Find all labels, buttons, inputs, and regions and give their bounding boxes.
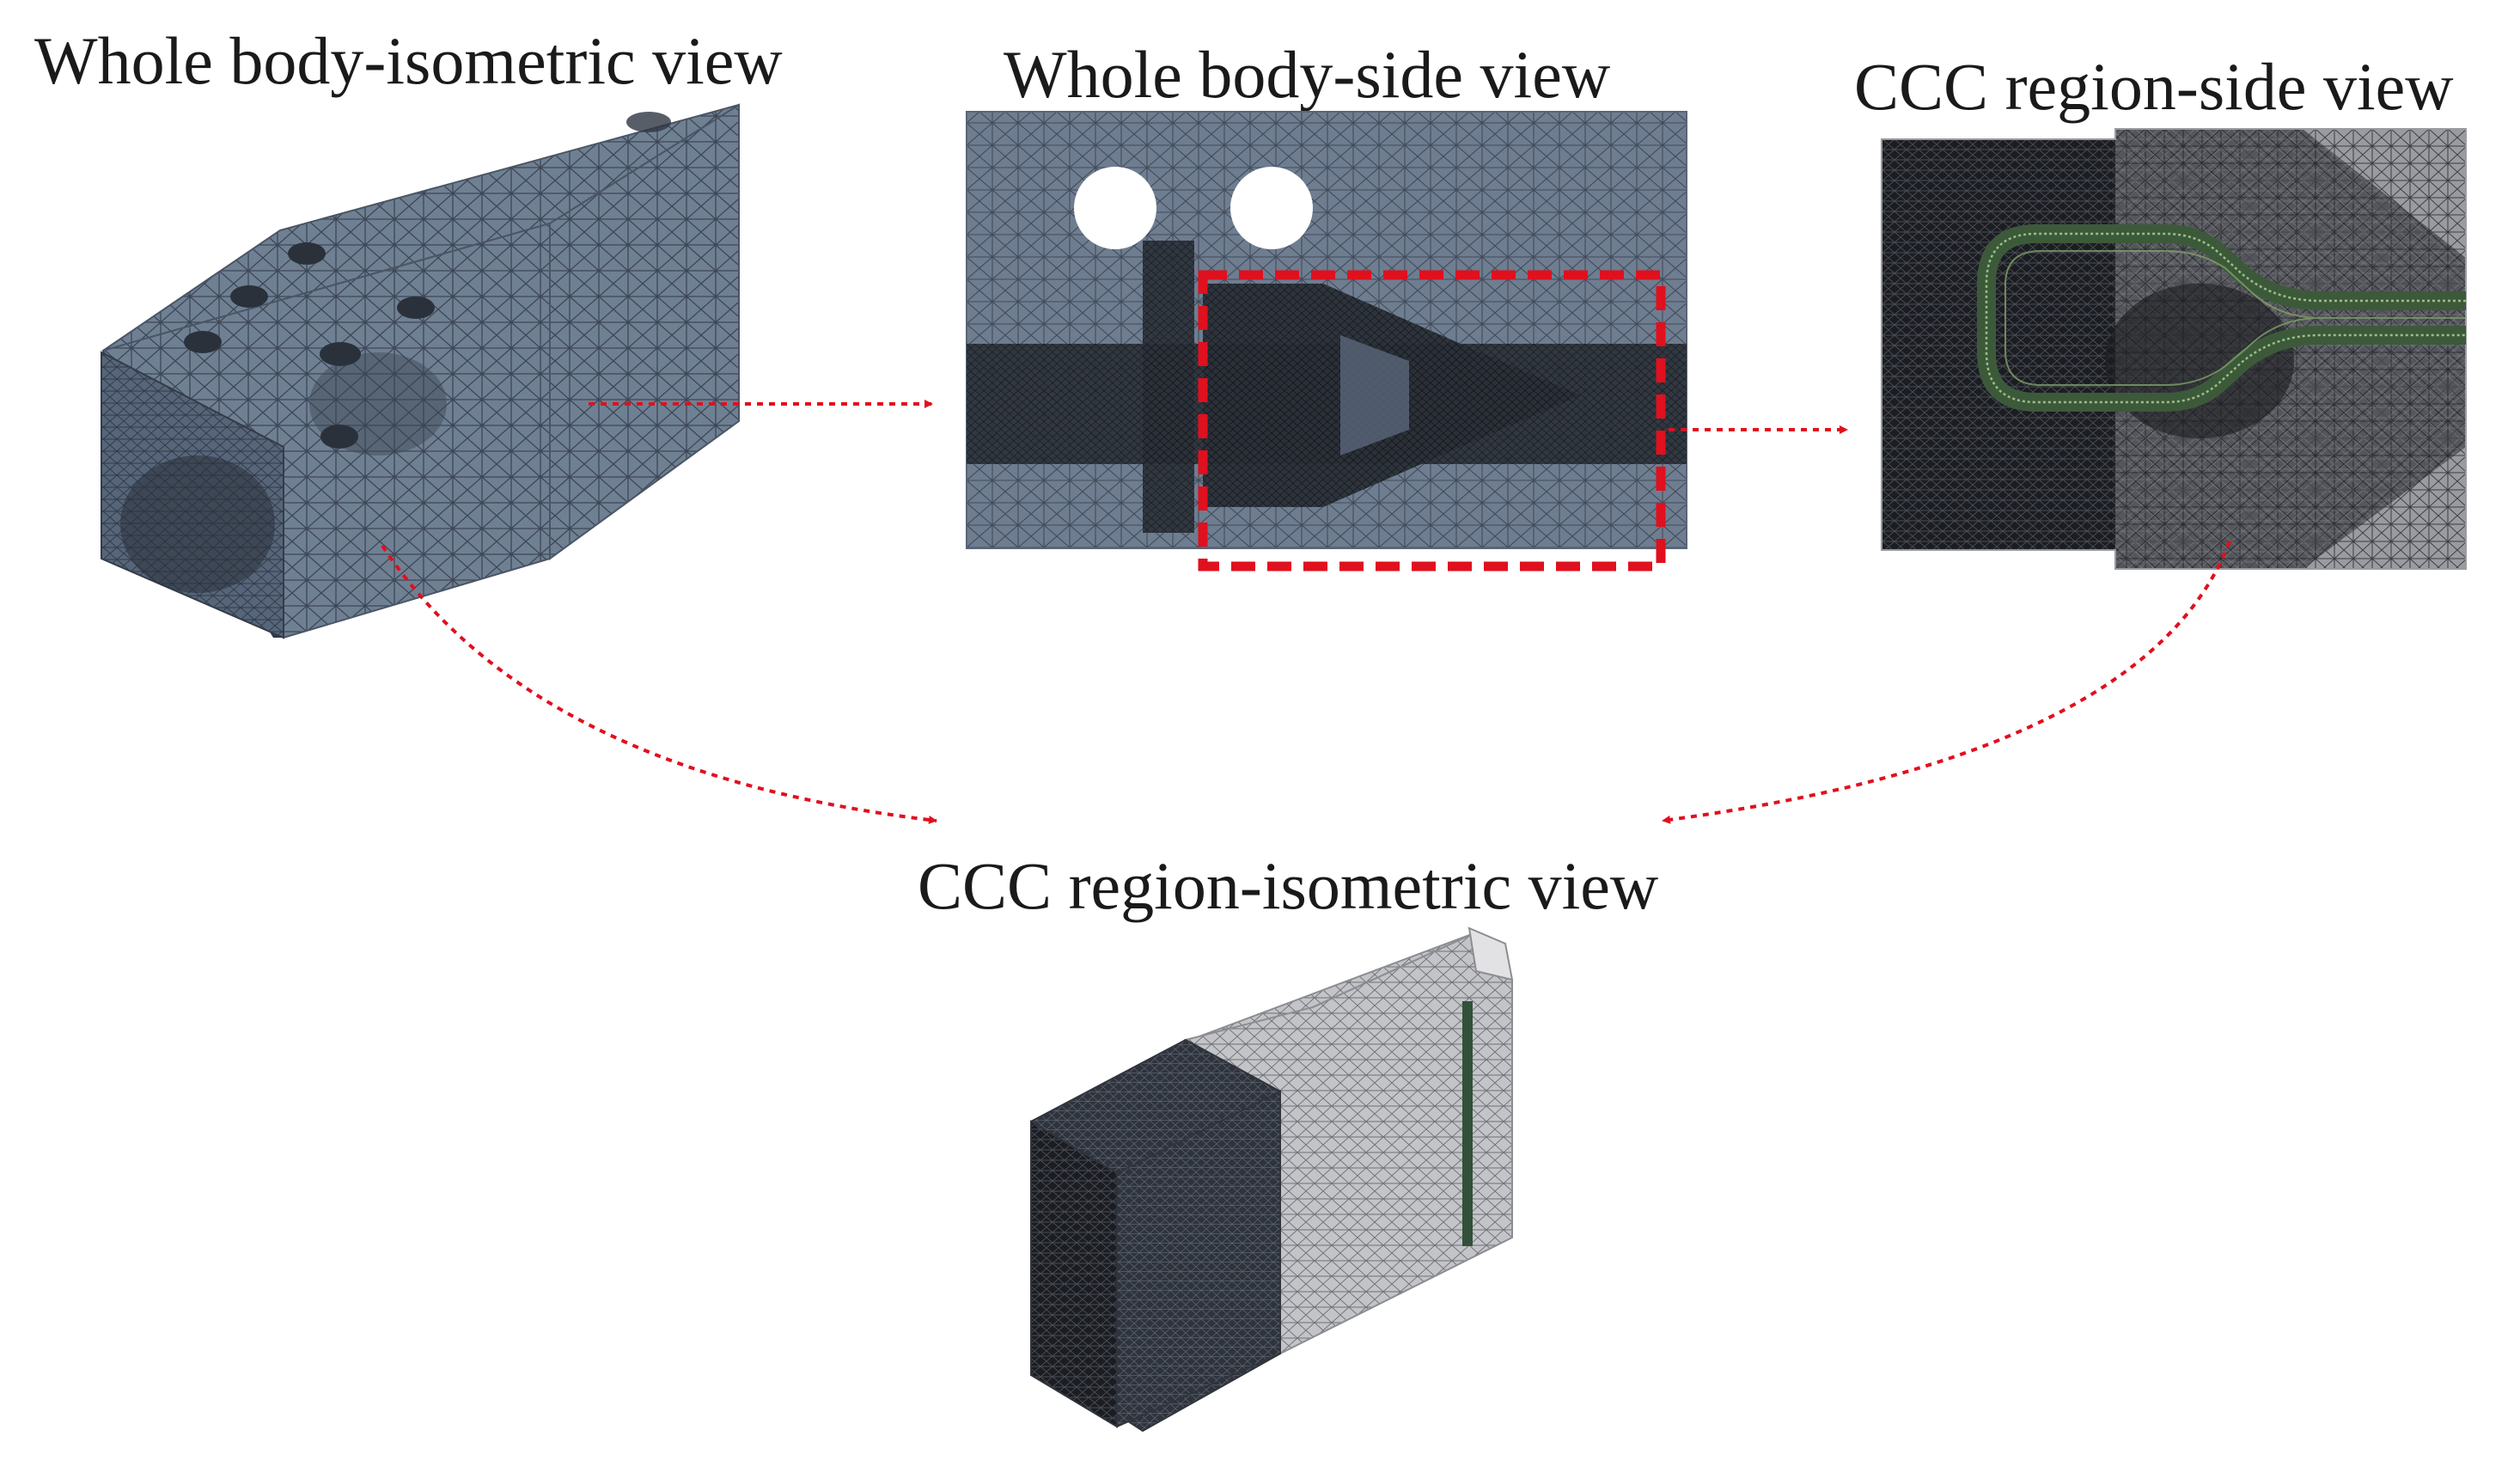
whole-body-side-mesh — [966, 111, 1687, 572]
whole-body-isometric-label: Whole body-isometric view — [34, 23, 783, 98]
bore-hole — [1074, 167, 1156, 249]
whole-body-isometric-mesh — [101, 103, 740, 639]
ccc-region-isometric-mesh — [1030, 926, 1514, 1433]
port-hole — [397, 296, 435, 319]
arrow-ccc-side-to-ccc-iso — [1662, 541, 2231, 824]
end-face — [1030, 1120, 1118, 1428]
connection-arrows — [381, 400, 2231, 824]
port-hole — [230, 285, 268, 308]
ccc-region-isometric-label: CCC region-isometric view — [918, 848, 1659, 923]
port-hole — [626, 112, 671, 132]
port-hole — [320, 425, 358, 449]
port-hole — [288, 242, 326, 265]
bore-hole — [1230, 167, 1313, 249]
ccc-region-highlight-box — [1198, 270, 1666, 572]
port-hole — [184, 331, 222, 353]
ccc-region-side-mesh — [1881, 128, 2467, 570]
ccc-region-side-label: CCC region-side view — [1854, 49, 2454, 124]
port-hole — [320, 342, 361, 366]
arrow-iso-to-ccc-iso — [381, 544, 937, 824]
whole-body-side-label: Whole body-side view — [1004, 37, 1611, 112]
